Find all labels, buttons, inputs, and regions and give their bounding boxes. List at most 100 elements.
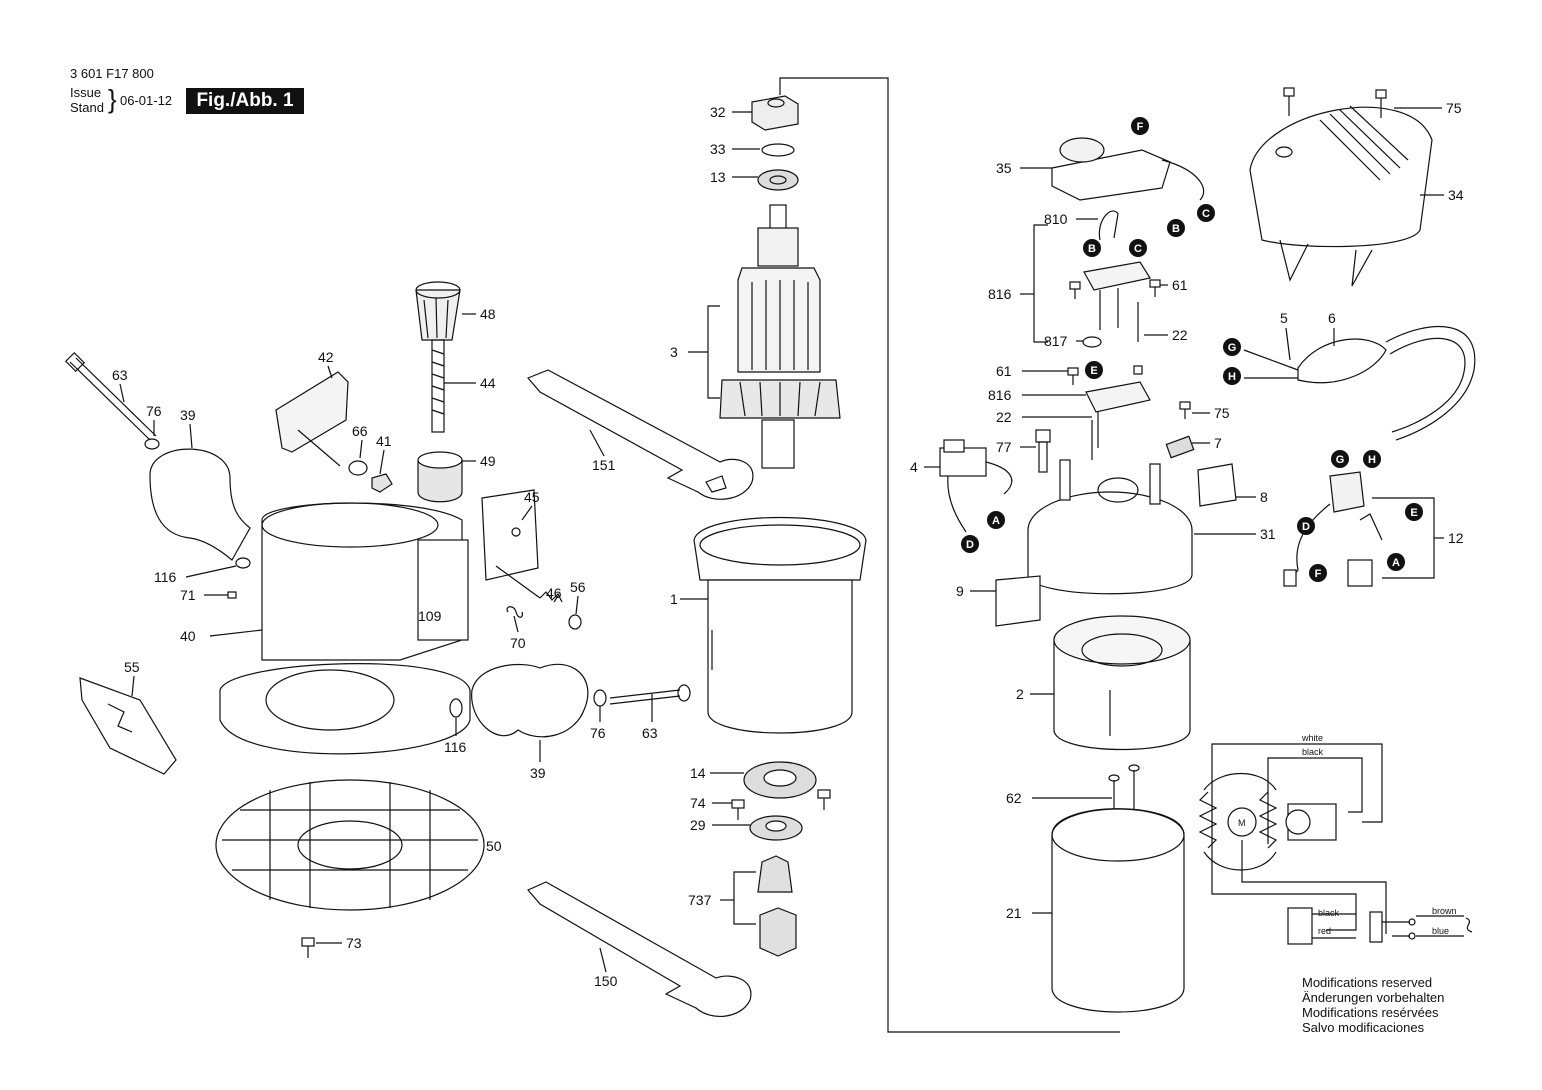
washer-116-top (235, 557, 251, 569)
wire-black: black (1302, 747, 1324, 757)
leader-45 (521, 505, 533, 521)
label-817: 817 (1044, 333, 1068, 349)
clip-70 (506, 606, 523, 618)
ref-G-top: G (1228, 342, 1237, 354)
label-13: 13 (710, 169, 726, 185)
ref-D-left: D (966, 539, 974, 551)
label-74: 74 (690, 795, 706, 811)
leader-5 (1285, 327, 1291, 361)
label-151: 151 (592, 457, 616, 473)
ref-E-right: E (1410, 507, 1417, 519)
nut-56 (568, 614, 582, 630)
note-fr: Modifications resérvées (1302, 1005, 1439, 1020)
issue-date: 06-01-12 (120, 93, 173, 108)
leader-150 (599, 947, 607, 973)
label-44: 44 (480, 375, 496, 391)
label-816-mid: 816 (988, 387, 1012, 403)
washer-116-bottom (449, 698, 463, 718)
leader-41 (379, 449, 385, 475)
label-816-top: 816 (988, 286, 1012, 302)
part-labels: 32 33 13 3 48 44 49 42 63 76 39 66 41 15… (112, 100, 1464, 989)
label-61-top: 61 (1172, 277, 1188, 293)
nut-49 (417, 451, 463, 503)
screw-77 (1035, 429, 1051, 473)
bracket-3 (707, 305, 720, 399)
label-9: 9 (956, 583, 964, 599)
label-150: 150 (594, 973, 618, 989)
label-14: 14 (690, 765, 706, 781)
label-4: 4 (910, 459, 918, 475)
armature-3 (719, 204, 841, 469)
bracket-737 (733, 871, 756, 925)
wire-brown: brown (1432, 906, 1457, 916)
label-7: 7 (1214, 435, 1222, 451)
note-es: Salvo modificaciones (1302, 1020, 1425, 1035)
label-22-top: 22 (1172, 327, 1188, 343)
screw-61-a (1069, 279, 1161, 299)
note-en: Modifications reserved (1302, 975, 1433, 990)
note-de: Änderungen vorbehalten (1302, 990, 1445, 1005)
collet-737 (757, 855, 797, 957)
label-75-top: 75 (1446, 100, 1462, 116)
ref-B-mid: B (1088, 243, 1096, 255)
stand-label: Stand (70, 100, 104, 115)
knob-39-right (471, 663, 589, 738)
label-39-left: 39 (180, 407, 196, 423)
leader-151 (589, 429, 605, 457)
spring-810 (1098, 210, 1119, 241)
label-48: 48 (480, 306, 496, 322)
bolt-63-bottom (609, 684, 691, 705)
label-49: 49 (480, 453, 496, 469)
label-76-top: 76 (146, 403, 162, 419)
leader-46 (553, 595, 559, 603)
ref-F-top: F (1137, 121, 1144, 133)
ref-C-mid: C (1134, 243, 1142, 255)
knob-48 (415, 281, 461, 341)
wires-5 (1243, 349, 1299, 379)
wrench-150 (527, 881, 752, 1017)
ref-H-top: H (1228, 371, 1236, 383)
label-21: 21 (1006, 905, 1022, 921)
ref-B-top: B (1172, 223, 1180, 235)
bearing-plate-31 (1027, 459, 1193, 595)
screw-61-b (1067, 367, 1079, 385)
label-45: 45 (524, 489, 540, 505)
label-46: 46 (546, 585, 562, 601)
leader-55 (131, 675, 135, 697)
label-63-bottom: 63 (642, 725, 658, 741)
screws-75 (1283, 87, 1387, 118)
label-33: 33 (710, 141, 726, 157)
brush-set-12 (1283, 471, 1383, 587)
ref-E-mid: E (1090, 365, 1097, 377)
wire-black-switch: black (1318, 908, 1340, 918)
label-73: 73 (346, 935, 362, 951)
leader-66 (359, 439, 363, 459)
part-number: 3 601 F17 800 (70, 66, 154, 81)
brace: } (108, 84, 117, 114)
label-1: 1 (670, 591, 678, 607)
connector-frame (779, 77, 1120, 1033)
nut-32 (751, 95, 799, 131)
label-70: 70 (510, 635, 526, 651)
ref-G-right: G (1336, 454, 1345, 466)
brush-holder-816-top (1083, 261, 1151, 330)
o-ring-33 (761, 143, 795, 157)
knob-39-left (149, 448, 251, 561)
ref-A-left: A (992, 515, 1000, 527)
label-40: 40 (180, 628, 196, 644)
leader-70 (513, 615, 519, 633)
leader-40 (209, 629, 263, 637)
field-2 (1053, 615, 1191, 751)
plate-45 (481, 489, 539, 581)
spring-46 (495, 565, 563, 603)
label-55: 55 (124, 659, 140, 675)
insulating-paper-9 (995, 575, 1041, 627)
insulating-paper-8 (1197, 463, 1237, 507)
terminal-4 (939, 439, 1013, 533)
issue-label: Issue (70, 85, 102, 100)
wire-red: red (1318, 926, 1331, 936)
switch-35 (1051, 137, 1205, 201)
sub-base-50 (215, 779, 485, 911)
label-75-small: 75 (1214, 405, 1230, 421)
